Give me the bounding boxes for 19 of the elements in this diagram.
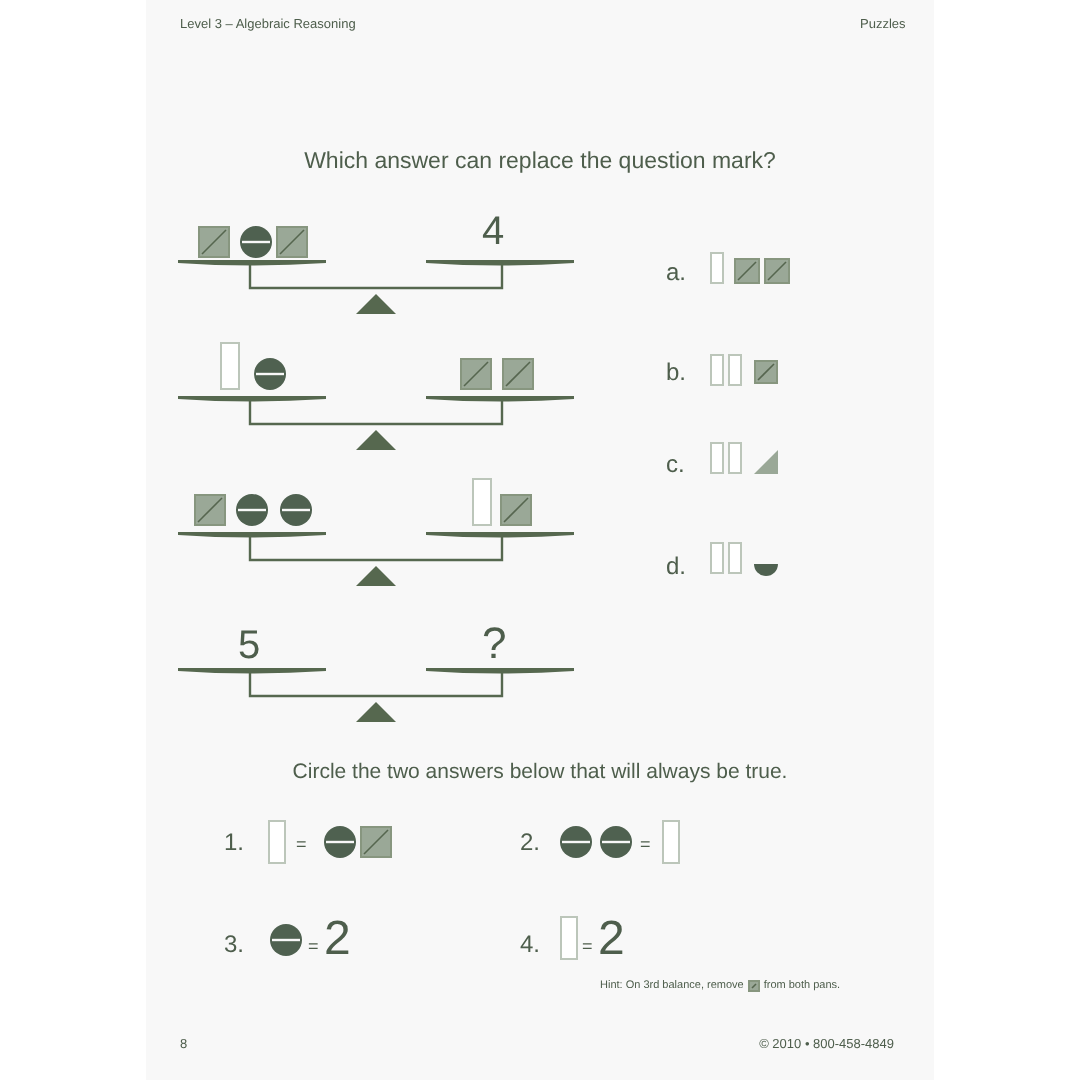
- item-number: 3.: [224, 932, 245, 956]
- option-letter: b.: [666, 360, 687, 384]
- option-letter: d.: [666, 554, 687, 578]
- number-label: 4: [482, 212, 505, 252]
- item-number: 2.: [520, 830, 541, 854]
- option-letter: c.: [666, 452, 685, 476]
- number-label: 2: [598, 916, 625, 964]
- item-number: 1.: [224, 830, 245, 854]
- equals-sign: =: [640, 836, 651, 854]
- question-mark: ?: [482, 622, 507, 666]
- question-heading: Which answer can replace the question mark?: [302, 152, 778, 175]
- equals-sign: =: [582, 938, 593, 956]
- item-number: 4.: [520, 932, 541, 956]
- number-label: 2: [324, 916, 351, 964]
- option-letter: a.: [666, 260, 687, 284]
- instruction-text: Circle the two answers below that will always be true.: [290, 762, 790, 783]
- number-label: 5: [238, 626, 261, 666]
- equals-sign: =: [308, 938, 319, 956]
- equals-sign: =: [296, 836, 307, 854]
